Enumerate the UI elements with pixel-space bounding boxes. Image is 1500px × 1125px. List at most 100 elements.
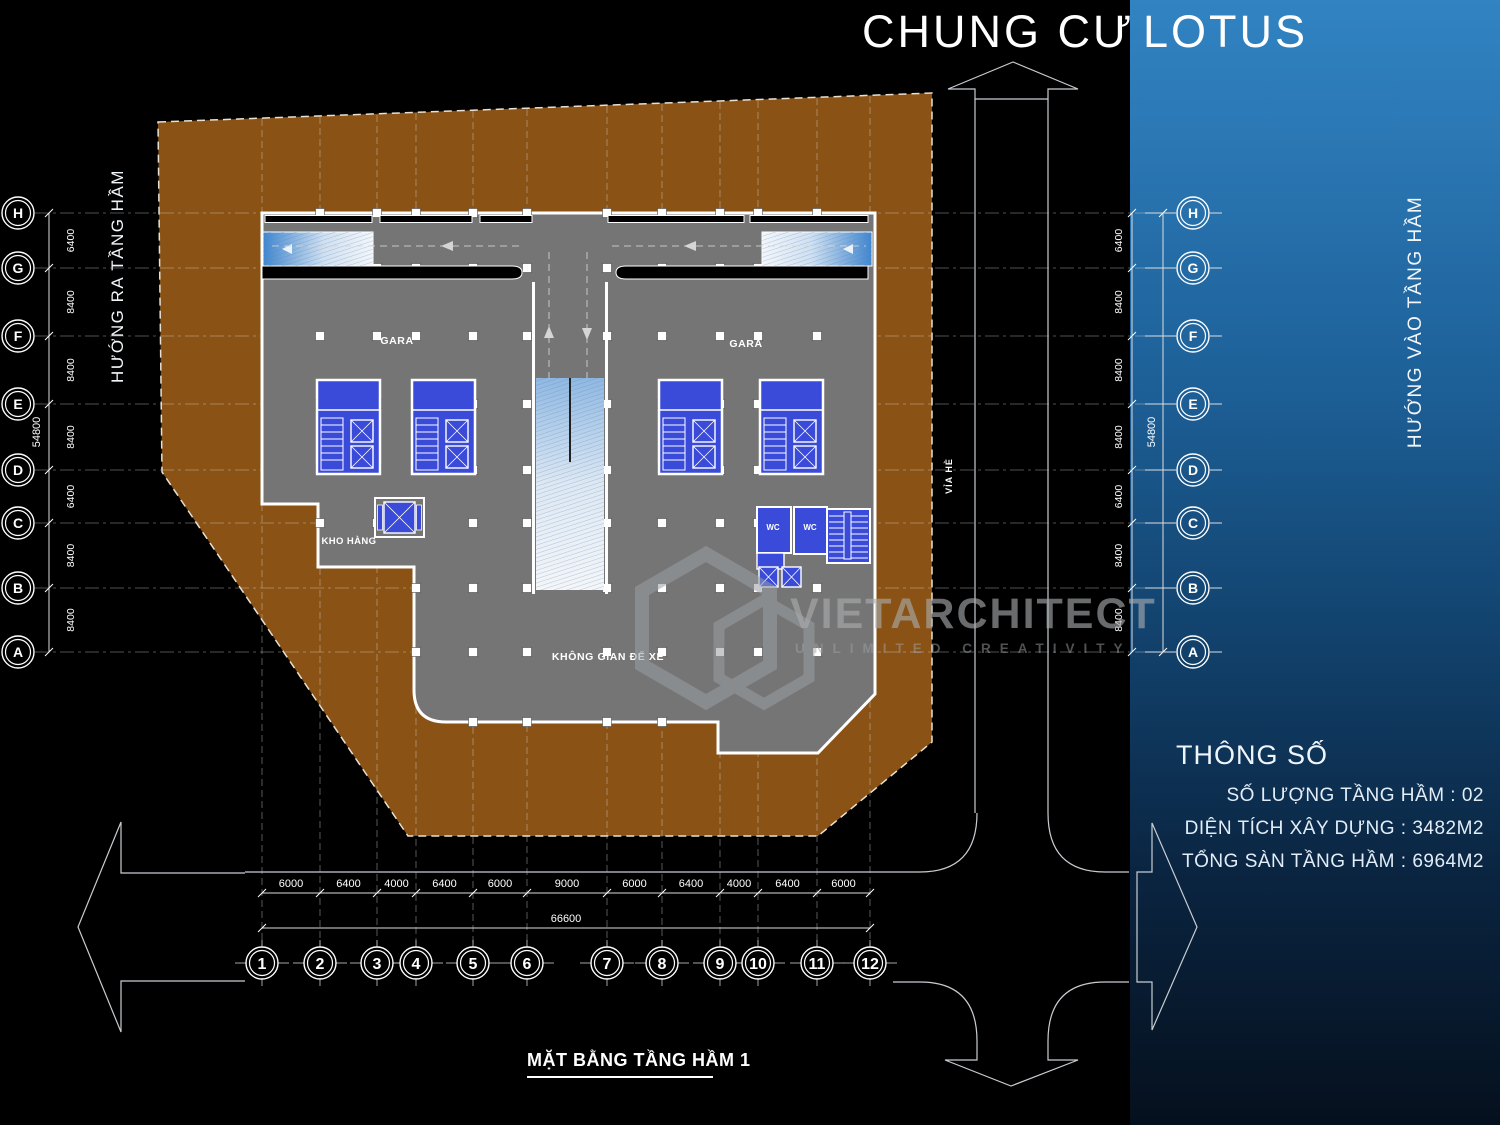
dim-label: 6400 — [336, 878, 360, 890]
grid-bubble: C — [1176, 506, 1210, 540]
east-road-arrow — [1136, 822, 1198, 1031]
svg-text:A: A — [1188, 644, 1198, 660]
central-ramp — [532, 282, 608, 594]
column — [715, 331, 725, 341]
watermark-tagline: UNLIMITED CREATIVITY — [795, 641, 1132, 656]
drive-aisle-centerline — [272, 245, 866, 452]
entry-direction-label: HƯỚNG VÀO TẦNG HẦM — [1405, 195, 1426, 449]
dim-label: 6000 — [488, 878, 512, 890]
svg-text:1: 1 — [258, 956, 267, 973]
column — [522, 583, 532, 593]
svg-text:A: A — [13, 644, 23, 660]
parameter-basement-count: SỐ LƯỢNG TẦNG HẦM : 02 — [1226, 785, 1484, 806]
south-road-arrow — [944, 1041, 1079, 1087]
column — [602, 717, 612, 727]
dim-label: 8400 — [1113, 544, 1125, 568]
dim-label: 54800 — [31, 417, 43, 448]
grid-bubble: B — [1176, 571, 1210, 605]
sidewalk-label: VỈA HÈ — [943, 458, 954, 494]
column — [602, 208, 612, 218]
grid-bubble: 4 — [399, 946, 433, 980]
column — [753, 647, 763, 657]
parameter-build-area: DIỆN TÍCH XÂY DỰNG : 3482M2 — [1184, 818, 1484, 839]
storage-elevator — [374, 497, 425, 538]
column — [602, 263, 612, 273]
right-blue-panel — [1130, 0, 1500, 1125]
parameters-panel: THÔNG SỐ SỐ LƯỢNG TẦNG HẦM : 02 DIỆN TÍC… — [1130, 740, 1488, 873]
column — [657, 518, 667, 528]
svg-text:B: B — [1188, 580, 1198, 596]
grid-bubble: D — [1176, 453, 1210, 487]
svg-text:5: 5 — [469, 956, 478, 973]
grid-bubble: 6 — [510, 946, 544, 980]
watermark-brand: VIETARCHITECT — [790, 590, 1157, 638]
column — [602, 647, 612, 657]
gara-left-label: GARA — [380, 335, 413, 347]
roads — [77, 61, 1198, 1087]
dim-label: 8400 — [1113, 290, 1125, 314]
column — [315, 331, 325, 341]
column — [657, 717, 667, 727]
parameter-basement-floor-area: TỔNG SÀN TẦNG HẦM : 6964M2 — [1182, 851, 1484, 872]
column — [522, 647, 532, 657]
parameters-heading: THÔNG SỐ — [1176, 740, 1329, 770]
column — [715, 518, 725, 528]
grid-bubble: B — [1, 571, 35, 605]
column — [372, 208, 382, 218]
grid-bubble: F — [1, 319, 35, 353]
wc2-label: WC — [803, 523, 817, 532]
dim-label: 6400 — [1113, 485, 1125, 509]
grid-bubble: F — [1176, 319, 1210, 353]
dim-label: 6000 — [831, 878, 855, 890]
core-3 — [657, 378, 724, 476]
grid-bubble: H — [1176, 196, 1210, 230]
grid-bubble: E — [1176, 387, 1210, 421]
svg-text:H: H — [1188, 205, 1198, 221]
column — [468, 208, 478, 218]
storage-label: KHO HÀNG — [322, 536, 377, 547]
dim-label: 54800 — [1146, 417, 1158, 448]
svg-text:12: 12 — [861, 956, 879, 973]
dim-label: 6400 — [679, 878, 703, 890]
grid-bubble: 3 — [360, 946, 394, 980]
dim-label: 8400 — [1113, 425, 1125, 449]
dim-label: 6400 — [775, 878, 799, 890]
svg-text:G: G — [1188, 260, 1199, 276]
grid-bubble: 11 — [800, 946, 834, 980]
grid-bubble: A — [1176, 635, 1210, 669]
svg-text:E: E — [1188, 396, 1197, 412]
svg-text:11: 11 — [809, 956, 826, 973]
traffic-arrows — [441, 241, 696, 340]
svg-text:F: F — [14, 328, 23, 344]
column — [657, 647, 667, 657]
column — [411, 583, 421, 593]
svg-text:7: 7 — [603, 956, 612, 973]
column — [468, 518, 478, 528]
drawing-caption: MẶT BẰNG TẦNG HẦM 1 — [527, 1050, 750, 1078]
grid-bubble: 10 — [741, 946, 775, 980]
grid-bubble: 1 — [245, 946, 279, 980]
north-road-arrow — [947, 61, 1079, 100]
column — [468, 647, 478, 657]
core-4 — [758, 378, 825, 476]
column — [315, 518, 325, 528]
project-name: LOTUS — [1143, 6, 1309, 57]
entry-ramp — [761, 231, 873, 267]
grid-bubble: G — [1, 251, 35, 285]
svg-text:8: 8 — [658, 956, 667, 973]
grid-bubble: 7 — [590, 946, 624, 980]
grid-bubble: 5 — [456, 946, 490, 980]
wc1-label: WC — [766, 523, 780, 532]
column — [522, 518, 532, 528]
grid-bubble: 9 — [703, 946, 737, 980]
core-2 — [410, 378, 477, 476]
exit-ramp — [262, 231, 374, 267]
dim-label: 6400 — [65, 485, 77, 509]
column — [468, 717, 478, 727]
svg-text:10: 10 — [749, 956, 767, 973]
column — [522, 331, 532, 341]
svg-text:E: E — [13, 396, 22, 412]
